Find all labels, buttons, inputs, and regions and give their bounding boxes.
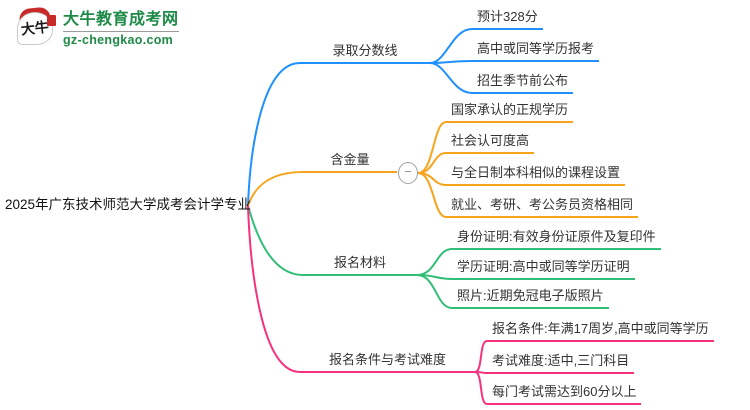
child-node-apply-education[interactable]: 高中或同等学历报考 (472, 41, 600, 62)
child-node-social-recognition[interactable]: 社会认可度高 (446, 133, 535, 154)
site-url: gz-chengkao.com (63, 32, 174, 47)
child-node-photo[interactable]: 照片:近期免冠电子版照片 (452, 288, 609, 309)
collapse-icon: − (404, 164, 412, 179)
child-node-id-proof[interactable]: 身份证明:有效身份证原件及复印件 (452, 229, 661, 250)
collapse-button[interactable]: − (398, 162, 418, 184)
central-topic[interactable]: 2025年广东技术师范大学成考会计学专业 (5, 197, 252, 212)
logo-mark-text: 大牛 (20, 19, 50, 38)
child-node-equal-qualification[interactable]: 就业、考研、考公务员资格相同 (446, 197, 639, 218)
logo-divider (63, 30, 179, 32)
child-node-state-recognized[interactable]: 国家承认的正规学历 (446, 102, 574, 123)
child-node-education-proof[interactable]: 学历证明:高中或同等学历证明 (452, 259, 635, 280)
logo-seal-icon (47, 15, 56, 26)
child-node-exam-difficulty[interactable]: 考试难度:适中,三门科目 (487, 353, 635, 374)
child-node-pass-score[interactable]: 每门考试需达到60分以上 (487, 384, 642, 405)
site-logo[interactable]: 大牛 大牛教育成考网 gz-chengkao.com (16, 6, 179, 48)
logo-bubble-icon: 大牛 (16, 6, 56, 48)
child-node-apply-condition[interactable]: 报名条件:年满17周岁,高中或同等学历 (487, 321, 714, 342)
site-name: 大牛教育成考网 (63, 10, 179, 28)
child-node-curriculum[interactable]: 与全日制本科相似的课程设置 (446, 165, 626, 186)
branch-label-conditions-difficulty[interactable]: 报名条件与考试难度 (300, 352, 475, 373)
child-node-expected-score[interactable]: 预计328分 (472, 9, 543, 30)
child-node-announce-time[interactable]: 招生季节前公布 (472, 73, 574, 94)
branch-label-admission-score[interactable]: 录取分数线 (300, 43, 430, 64)
branch-label-materials[interactable]: 报名材料 (303, 255, 417, 276)
branch-label-value[interactable]: 含金量 (303, 152, 397, 173)
